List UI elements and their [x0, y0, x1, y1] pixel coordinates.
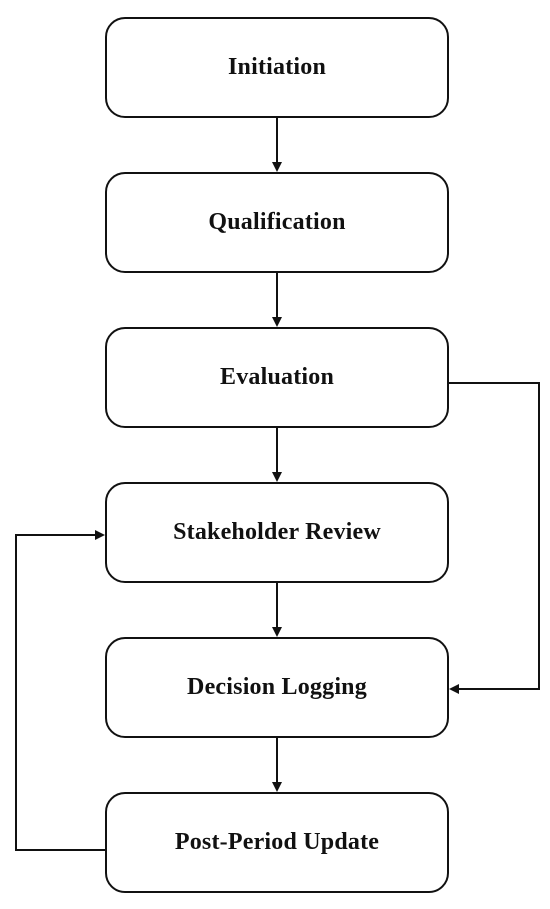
step-stakeholder-review: Stakeholder Review	[105, 482, 449, 583]
step-label: Post-Period Update	[174, 829, 380, 855]
step-decision-logging: Decision Logging	[105, 637, 449, 738]
step-post-period-update: Post-Period Update	[105, 792, 449, 893]
step-qualification: Qualification	[105, 172, 449, 273]
step-label: Stakeholder Review	[173, 519, 381, 545]
step-label: Qualification	[208, 209, 346, 235]
step-label: Decision Logging	[187, 674, 367, 700]
arrow-evaluation-to-decision-logging	[449, 382, 540, 694]
step-evaluation: Evaluation	[105, 327, 449, 428]
arrow-post-period-update-to-stakeholder-review	[15, 530, 105, 851]
step-initiation: Initiation	[105, 17, 449, 118]
step-label: Initiation	[227, 54, 327, 80]
step-label: Evaluation	[219, 364, 335, 390]
